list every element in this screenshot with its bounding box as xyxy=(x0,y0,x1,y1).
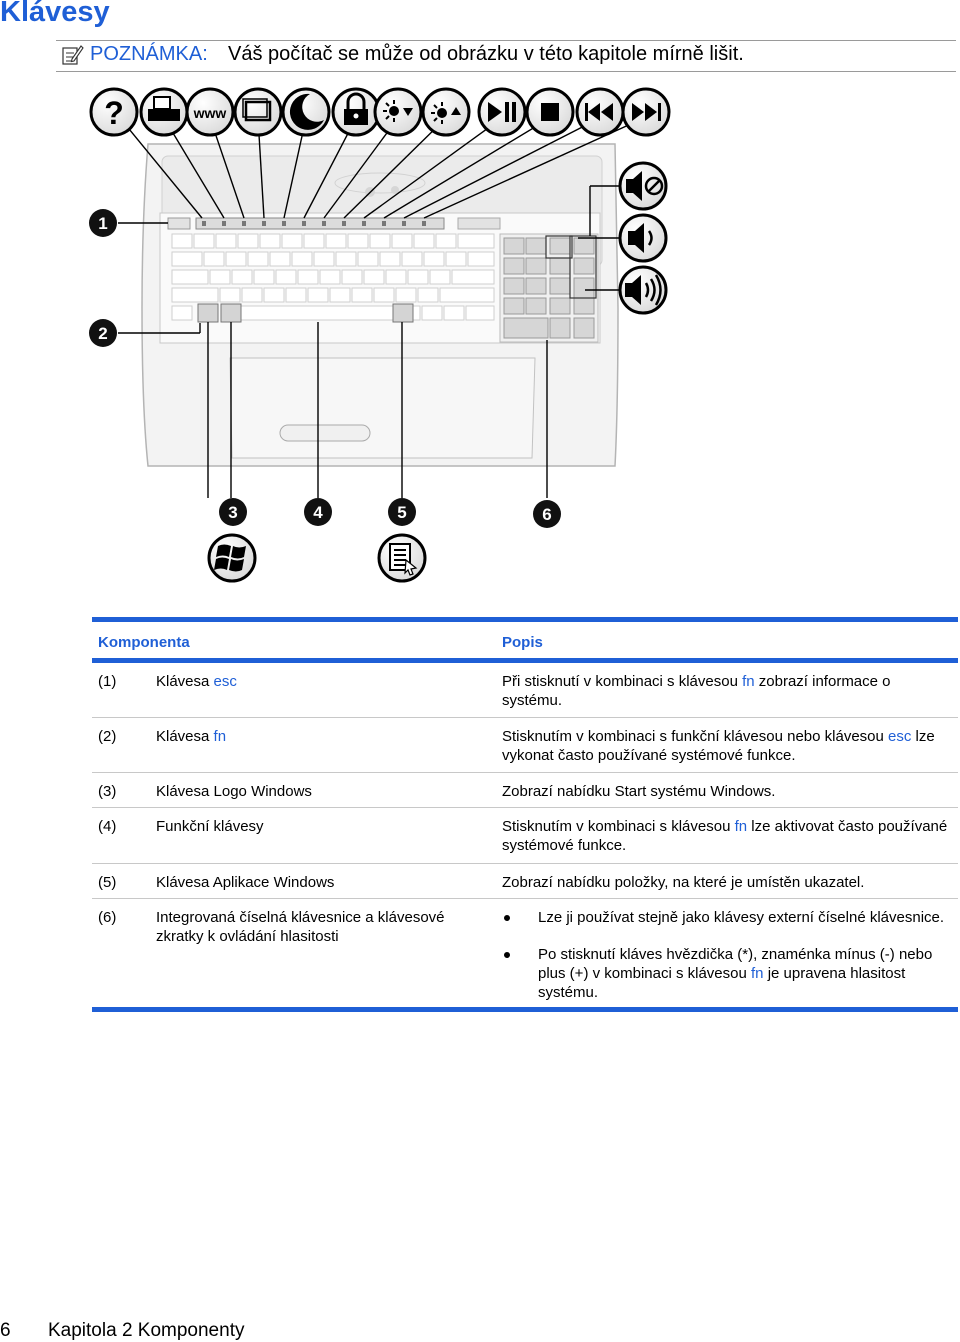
keyboard-illustration: ? www xyxy=(89,87,671,583)
volume-icons xyxy=(618,161,668,315)
display-switch-icon xyxy=(233,87,283,137)
title-rule xyxy=(56,40,956,41)
row-description: Při stisknutí v kombinaci s klávesou fn … xyxy=(502,673,891,709)
table-row: (3) Klávesa Logo Windows Zobrazí nabídku… xyxy=(92,772,958,807)
svg-text:2: 2 xyxy=(98,324,107,343)
previous-track-icon xyxy=(575,87,625,137)
row-component: Klávesa Logo Windows xyxy=(156,783,312,800)
svg-text:www: www xyxy=(193,105,227,121)
row-description: Zobrazí nabídku Start systému Windows. xyxy=(502,783,776,800)
note-text: Váš počítač se může od obrázku v této ka… xyxy=(228,43,744,65)
volume-down-icon xyxy=(618,213,668,263)
svg-text:1: 1 xyxy=(98,214,107,233)
page-title: Klávesy xyxy=(0,0,110,28)
row-number: (5) xyxy=(98,874,117,891)
row-number: (6) xyxy=(98,909,117,926)
chapter-label: Kapitola 2 Komponenty xyxy=(48,1320,245,1341)
table-row: (5) Klávesa Aplikace Windows Zobrazí nab… xyxy=(92,863,958,898)
row-description: Stisknutím v kombinaci s klávesou fn lze… xyxy=(502,818,948,854)
page-number: 6 xyxy=(0,1320,11,1341)
note-rule xyxy=(56,71,956,72)
callout-1: 1 xyxy=(89,209,117,237)
components-table: Komponenta Popis (1) Klávesa esc Při sti… xyxy=(92,617,958,1012)
lock-icon xyxy=(331,87,381,137)
row-component: Integrovaná číselná klávesnice a kláveso… xyxy=(156,909,445,945)
table-row: (2) Klávesa fn Stisknutím v kombinaci s … xyxy=(92,717,958,772)
row-component: Funkční klávesy xyxy=(156,818,264,835)
note-pencil-icon xyxy=(62,44,84,71)
table-row: (4) Funkční klávesy Stisknutím v kombina… xyxy=(92,807,958,863)
row-number: (2) xyxy=(98,728,117,745)
row-component: Klávesa Aplikace Windows xyxy=(156,874,335,891)
callout-lines xyxy=(118,117,645,498)
row-number: (3) xyxy=(98,783,117,800)
numeric-keypad xyxy=(499,233,599,343)
touchpad xyxy=(229,357,536,459)
svg-text:?: ? xyxy=(104,95,124,131)
row-description: Zobrazí nabídku položky, na které je umí… xyxy=(502,874,865,891)
windows-logo-icon xyxy=(207,533,257,583)
row-number: (4) xyxy=(98,818,117,835)
next-track-icon xyxy=(621,87,671,137)
callout-2: 2 xyxy=(89,319,117,347)
table-row: (1) Klávesa esc Při stisknutí v kombinac… xyxy=(92,663,958,717)
windows-applications-icon xyxy=(377,533,427,583)
keyboard-keys xyxy=(171,233,495,321)
header-component: Komponenta xyxy=(98,634,190,651)
note-box: POZNÁMKA: Váš počítač se může od obrázku… xyxy=(62,42,956,70)
function-key-icons: ? www xyxy=(89,87,671,137)
table-row: (6) Integrovaná číselná klávesnice a klá… xyxy=(92,898,958,1007)
svg-text:4: 4 xyxy=(313,503,323,522)
volume-up-icon xyxy=(618,265,668,315)
table-top-bar xyxy=(92,617,958,622)
callout-5: 5 xyxy=(388,498,416,526)
bullet-item: Lze ji používat stejně jako klávesy exte… xyxy=(502,908,952,927)
row-description: Stisknutím v kombinaci s funkční kláveso… xyxy=(502,728,935,764)
row-component: Klávesa esc xyxy=(156,673,237,690)
help-icon: ? xyxy=(89,87,139,137)
bullet-item: Po stisknutí kláves hvězdička (*), znamé… xyxy=(502,945,952,1002)
fn-key-highlight xyxy=(197,303,414,323)
svg-text:5: 5 xyxy=(397,503,406,522)
row-number: (1) xyxy=(98,673,117,690)
row-component: Klávesa fn xyxy=(156,728,227,745)
www-icon: www xyxy=(185,87,235,137)
play-pause-icon xyxy=(477,87,527,137)
callout-6: 6 xyxy=(533,500,561,528)
svg-text:3: 3 xyxy=(228,503,237,522)
table-header: Komponenta Popis xyxy=(92,622,958,658)
print-icon xyxy=(139,87,189,137)
stop-icon xyxy=(525,87,575,137)
volume-mute-icon xyxy=(618,161,668,211)
row-description: Lze ji používat stejně jako klávesy exte… xyxy=(502,908,952,1002)
note-label: POZNÁMKA: xyxy=(90,43,208,65)
brightness-up-icon xyxy=(421,87,471,137)
svg-text:6: 6 xyxy=(542,505,551,524)
table-header-bar xyxy=(92,658,958,663)
sleep-moon-icon xyxy=(281,87,331,137)
callout-4: 4 xyxy=(304,498,332,526)
function-key-row xyxy=(167,217,501,230)
brightness-down-icon xyxy=(373,87,423,137)
callout-3: 3 xyxy=(219,498,247,526)
table-bottom-bar xyxy=(92,1007,958,1012)
header-description: Popis xyxy=(502,634,543,651)
